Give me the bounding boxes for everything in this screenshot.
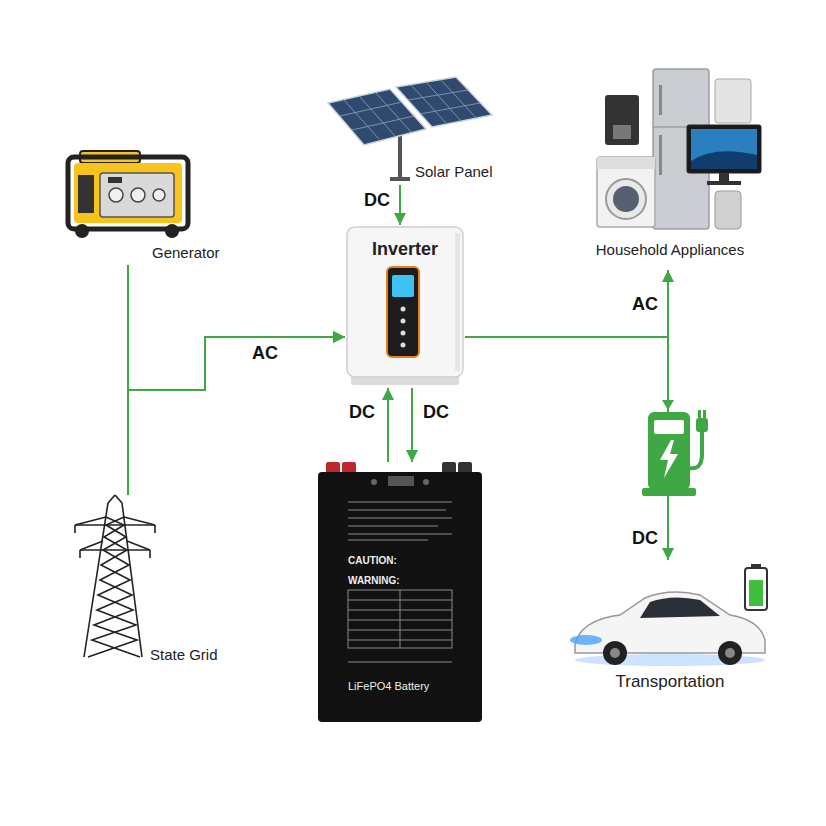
text-slot: Household Appliances (575, 241, 765, 259)
edge-label: AC (250, 343, 280, 363)
appliances-illustration (597, 69, 761, 229)
edge-label: DC (362, 190, 392, 210)
connector-arrow (128, 337, 345, 495)
edge-label-slot: DC (421, 402, 451, 423)
edge-label-slot: AC (630, 294, 660, 315)
text-slot: Solar Panel (415, 163, 493, 181)
node-box: Household Appliances (575, 65, 765, 270)
battery-illustration (318, 462, 482, 722)
node-label: WARNING: (348, 575, 400, 586)
car-illustration (570, 564, 767, 666)
text-slot: CAUTION: (348, 550, 397, 568)
solar-panel-illustration (328, 77, 492, 181)
node-label: State Grid (150, 646, 218, 663)
grid-tower-illustration (75, 495, 155, 657)
text-slot: LiFePO4 Battery (348, 676, 429, 694)
generator-illustration (68, 151, 188, 238)
connector-arrow (387, 388, 389, 462)
edge-label: DC (347, 402, 377, 422)
node-label: Generator (152, 244, 220, 261)
text-slot: Transportation (560, 672, 780, 692)
text-slot: WARNING: (348, 570, 400, 588)
edge-label: DC (421, 402, 451, 422)
node-label: Household Appliances (596, 241, 744, 258)
edge-label-slot: DC (347, 402, 377, 423)
node-box: Inverter (345, 225, 465, 388)
node-box: State Grid (70, 495, 230, 670)
connector-arrow (465, 270, 668, 337)
node-box: Solar Panel (320, 75, 505, 185)
connector-arrow (128, 265, 345, 390)
connector-arrow (465, 337, 668, 560)
charging-station-illustration (642, 400, 708, 496)
inverter-illustration (347, 227, 463, 385)
text-slot: Inverter (345, 239, 465, 260)
node-label: Inverter (372, 239, 438, 259)
node-box: Generator (60, 145, 235, 265)
node-label: CAUTION: (348, 555, 397, 566)
node-box: Transportation (560, 560, 780, 700)
edge-label: DC (630, 528, 660, 548)
node-label: LiFePO4 Battery (348, 680, 429, 692)
edge-label: AC (630, 294, 660, 314)
connector-arrow (411, 388, 413, 462)
edge-label-slot: DC (362, 190, 392, 211)
connector-arrow (399, 185, 401, 225)
node-label: Solar Panel (415, 163, 493, 180)
edge-label-slot: DC (630, 528, 660, 549)
text-slot: Generator (152, 244, 220, 262)
node-box: LiFePO4 Battery WARNING: CAUTION: (318, 462, 482, 722)
text-slot: State Grid (150, 646, 218, 664)
edge-label-slot: AC (250, 343, 280, 364)
node-label: Transportation (616, 672, 725, 691)
